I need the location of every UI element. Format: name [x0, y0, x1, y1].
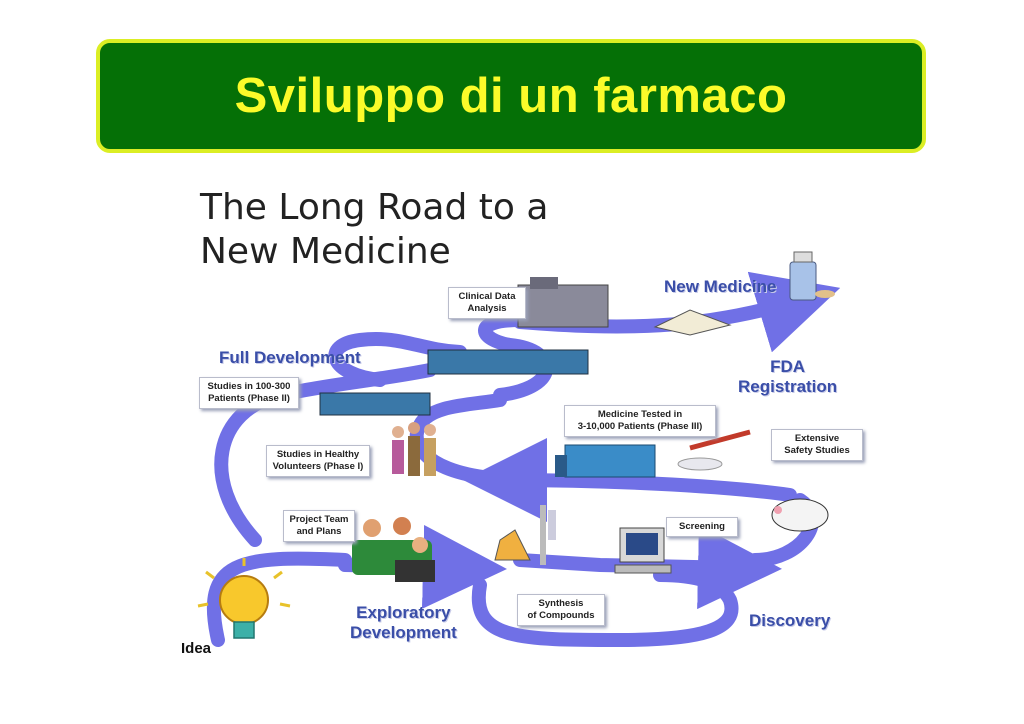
- stage-exploratory-line2: Development: [350, 623, 457, 642]
- box-phase1-line1: Studies in Healthy: [276, 449, 360, 460]
- stage-fda-line2: Registration: [738, 377, 838, 396]
- box-safety-line2: Safety Studies: [784, 445, 850, 456]
- medicine-bottle-icon: [789, 251, 835, 301]
- box-phase2-line2: Patients (Phase II): [208, 393, 290, 404]
- box-phase-i: Studies in Healthy Volunteers (Phase I): [266, 445, 370, 477]
- box-synthesis-line2: of Compounds: [527, 610, 595, 621]
- computer-icon: [614, 527, 672, 574]
- box-project-line1: Project Team: [289, 514, 349, 525]
- stage-fda-registration: FDA Registration: [738, 357, 837, 397]
- stage-fda-line1: FDA: [770, 357, 806, 376]
- project-team-people-icon: [352, 517, 435, 582]
- figure-title-line1: The Long Road to a: [200, 187, 549, 228]
- road-upper-wind: [328, 332, 467, 387]
- hospital-beds-icon: [319, 349, 589, 416]
- stage-full-development: Full Development: [219, 348, 361, 367]
- box-screening: Screening: [666, 517, 738, 537]
- volunteers-people-icon: [392, 422, 436, 476]
- box-synthesis: Synthesis of Compounds: [517, 594, 605, 626]
- clinical-building-icon: [517, 277, 609, 328]
- lightbulb-icon: [197, 558, 291, 639]
- lab-mouse-icon: [771, 498, 829, 532]
- stage-discovery: Discovery: [749, 611, 831, 630]
- factory-icon: [555, 444, 656, 478]
- road-phase2-up: [478, 313, 554, 402]
- box-clinical-data-analysis: Clinical Data Analysis: [448, 287, 526, 319]
- stage-new-medicine: New Medicine: [664, 277, 777, 296]
- stage-idea: Idea: [181, 640, 212, 657]
- stage-exploratory-development: Exploratory Development: [350, 603, 457, 643]
- figure-title: The Long Road to a New Medicine: [200, 186, 548, 274]
- box-synthesis-line1: Synthesis: [538, 598, 584, 609]
- box-clinical-line1: Clinical Data: [458, 291, 516, 302]
- road-idea-to-team: [206, 551, 352, 647]
- box-phase3-line2: 3-10,000 Patients (Phase III): [577, 421, 703, 432]
- box-phase-ii: Studies in 100-300 Patients (Phase II): [199, 377, 299, 409]
- box-phase3-line1: Medicine Tested in: [597, 409, 683, 420]
- slide-title-bar: Sviluppo di un farmaco: [96, 39, 926, 153]
- box-safety-studies: Extensive Safety Studies: [771, 429, 863, 461]
- box-phase-iii: Medicine Tested in 3-10,000 Patients (Ph…: [564, 405, 716, 437]
- road-phase1-to-phase2: [409, 393, 507, 485]
- box-safety-line1: Extensive: [794, 433, 840, 444]
- box-project-line2: and Plans: [296, 526, 342, 537]
- lab-flask-icon: [494, 505, 556, 565]
- road-mouse-back: [463, 438, 797, 523]
- box-project-team: Project Team and Plans: [283, 510, 355, 542]
- syringe-pills-icon: [677, 429, 751, 471]
- slide-title: Sviluppo di un farmaco: [234, 69, 788, 123]
- figure-title-line2: New Medicine: [200, 231, 451, 272]
- box-phase1-line2: Volunteers (Phase I): [272, 461, 364, 472]
- box-clinical-line2: Analysis: [467, 303, 507, 314]
- box-phase2-line1: Studies in 100-300: [207, 381, 291, 392]
- stage-exploratory-line1: Exploratory: [356, 603, 451, 622]
- road-lab-to-screening: [513, 525, 782, 610]
- book-icon: [653, 309, 732, 336]
